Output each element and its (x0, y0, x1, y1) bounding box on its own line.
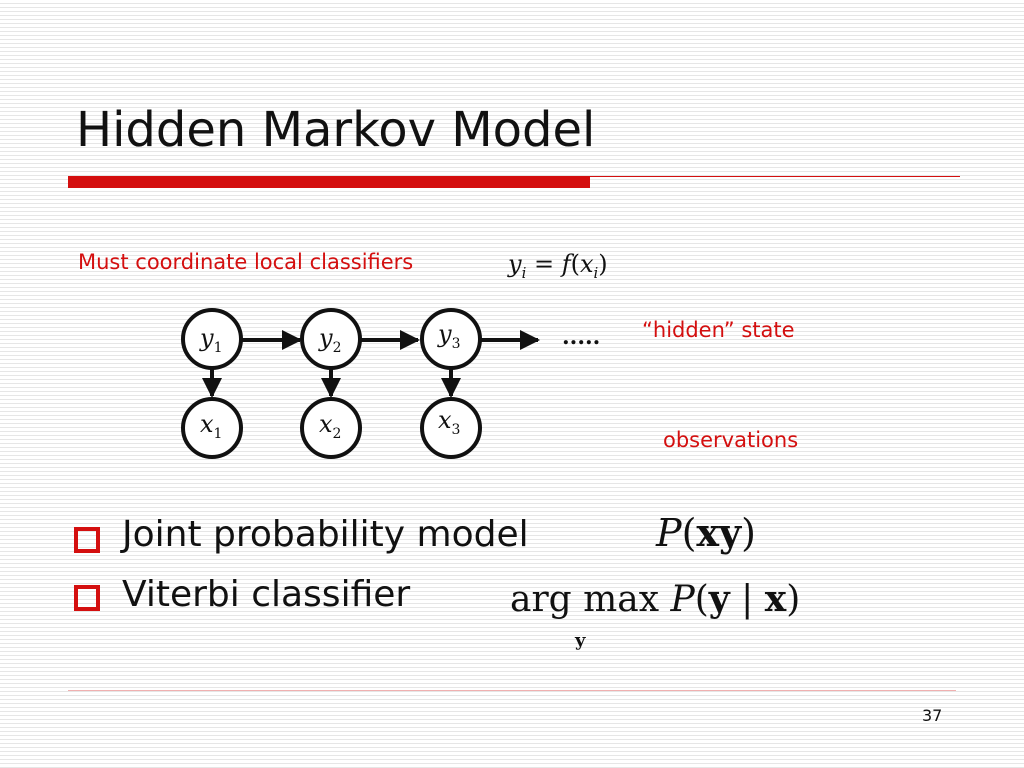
viterbi-formula: arg max P(y | x) (510, 578, 801, 620)
joint-probability-formula: P(xy) (656, 510, 756, 555)
observation-node-3-label: x3 (438, 406, 460, 438)
hidden-node-1-label: y1 (199, 324, 222, 356)
page-number: 37 (922, 706, 943, 725)
observation-node-2 (300, 397, 362, 459)
hidden-node-1 (181, 308, 243, 370)
hidden-state-label: “hidden” state (642, 318, 795, 342)
observation-node-1-label: x1 (200, 410, 222, 442)
bullet-viterbi: Viterbi classifier (122, 574, 411, 615)
bullet-square-icon (74, 527, 100, 553)
title-underline-thin (590, 176, 960, 177)
hidden-node-3 (420, 308, 482, 370)
argmax-subscript: y (575, 630, 586, 651)
observation-node-2-label: x2 (319, 410, 341, 442)
observation-nodes: x1 x2 x3 (181, 397, 482, 459)
hidden-state-nodes: y1 y2 y3 (181, 308, 482, 370)
bullet-square-icon (74, 585, 100, 611)
observation-node-1 (181, 397, 243, 459)
coordinate-note: Must coordinate local classifiers (78, 250, 414, 274)
emission-arrows (202, 368, 461, 398)
title-underline-bar (68, 176, 590, 188)
slide-title: Hidden Markov Model (76, 102, 596, 158)
bullet-joint-probability: Joint probability model (122, 514, 529, 555)
hidden-node-2 (300, 308, 362, 370)
footer-divider (68, 690, 956, 691)
hidden-node-2-label: y2 (318, 324, 341, 356)
observations-label: observations (663, 428, 799, 452)
continuation-dots: ..... (562, 324, 601, 350)
observation-node-3 (420, 397, 482, 459)
local-classifier-formula: yi = f(xi) (508, 250, 608, 282)
hidden-node-3-label: y3 (437, 320, 460, 352)
